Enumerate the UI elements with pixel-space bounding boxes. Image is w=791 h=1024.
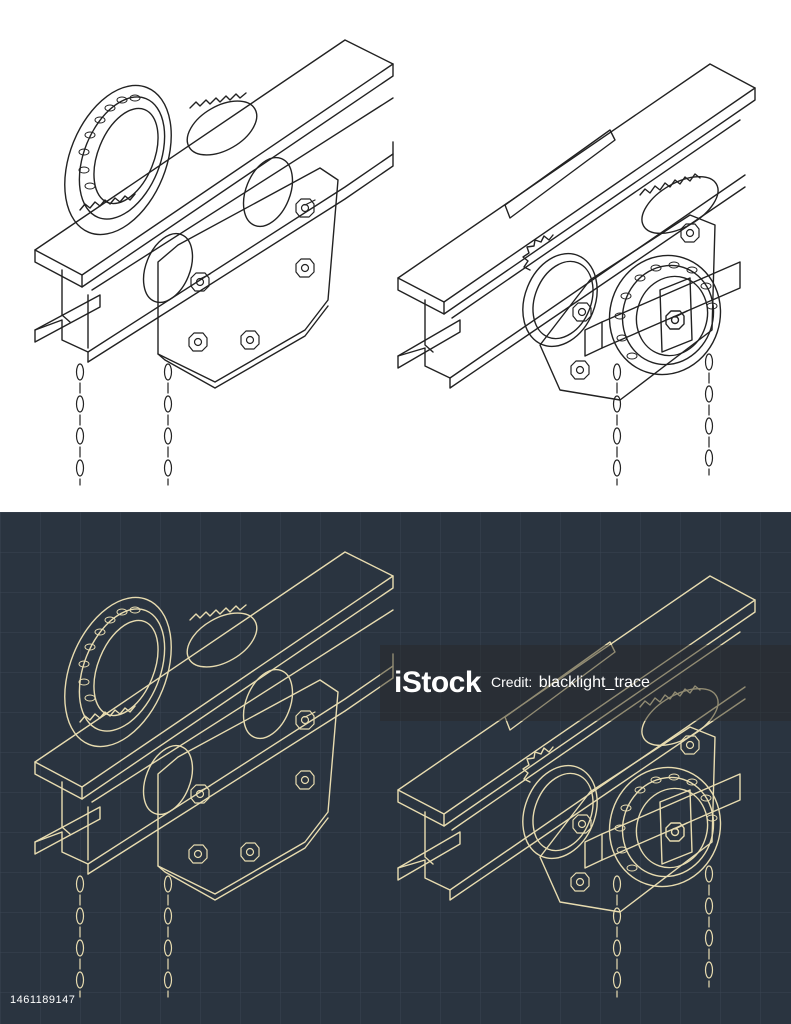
stock-watermark: iStock Credit: blacklight_trace: [380, 645, 791, 721]
credit-label: Credit:: [491, 674, 533, 690]
drawing-dark-panel: .bottom .fillc { fill: #2a3440; } iStock…: [0, 512, 791, 1024]
drawing-light-panel: .top .fillc { fill: #ffffff; }: [0, 0, 791, 512]
watermark-logo: iStock: [394, 666, 482, 699]
stock-image-id: 1461189147: [10, 994, 76, 1006]
trolley-gear-wheel-view: [398, 64, 755, 485]
chain-hoist-drawing-light: .top .fillc { fill: #ffffff; }: [0, 0, 791, 512]
watermark-credit: Credit: blacklight_trace: [491, 675, 650, 691]
credit-name: blacklight_trace: [538, 674, 650, 691]
trolley-side-plate-view: [35, 40, 393, 485]
chain-hoist-drawing-dark: .bottom .fillc { fill: #2a3440; }: [0, 512, 791, 1024]
